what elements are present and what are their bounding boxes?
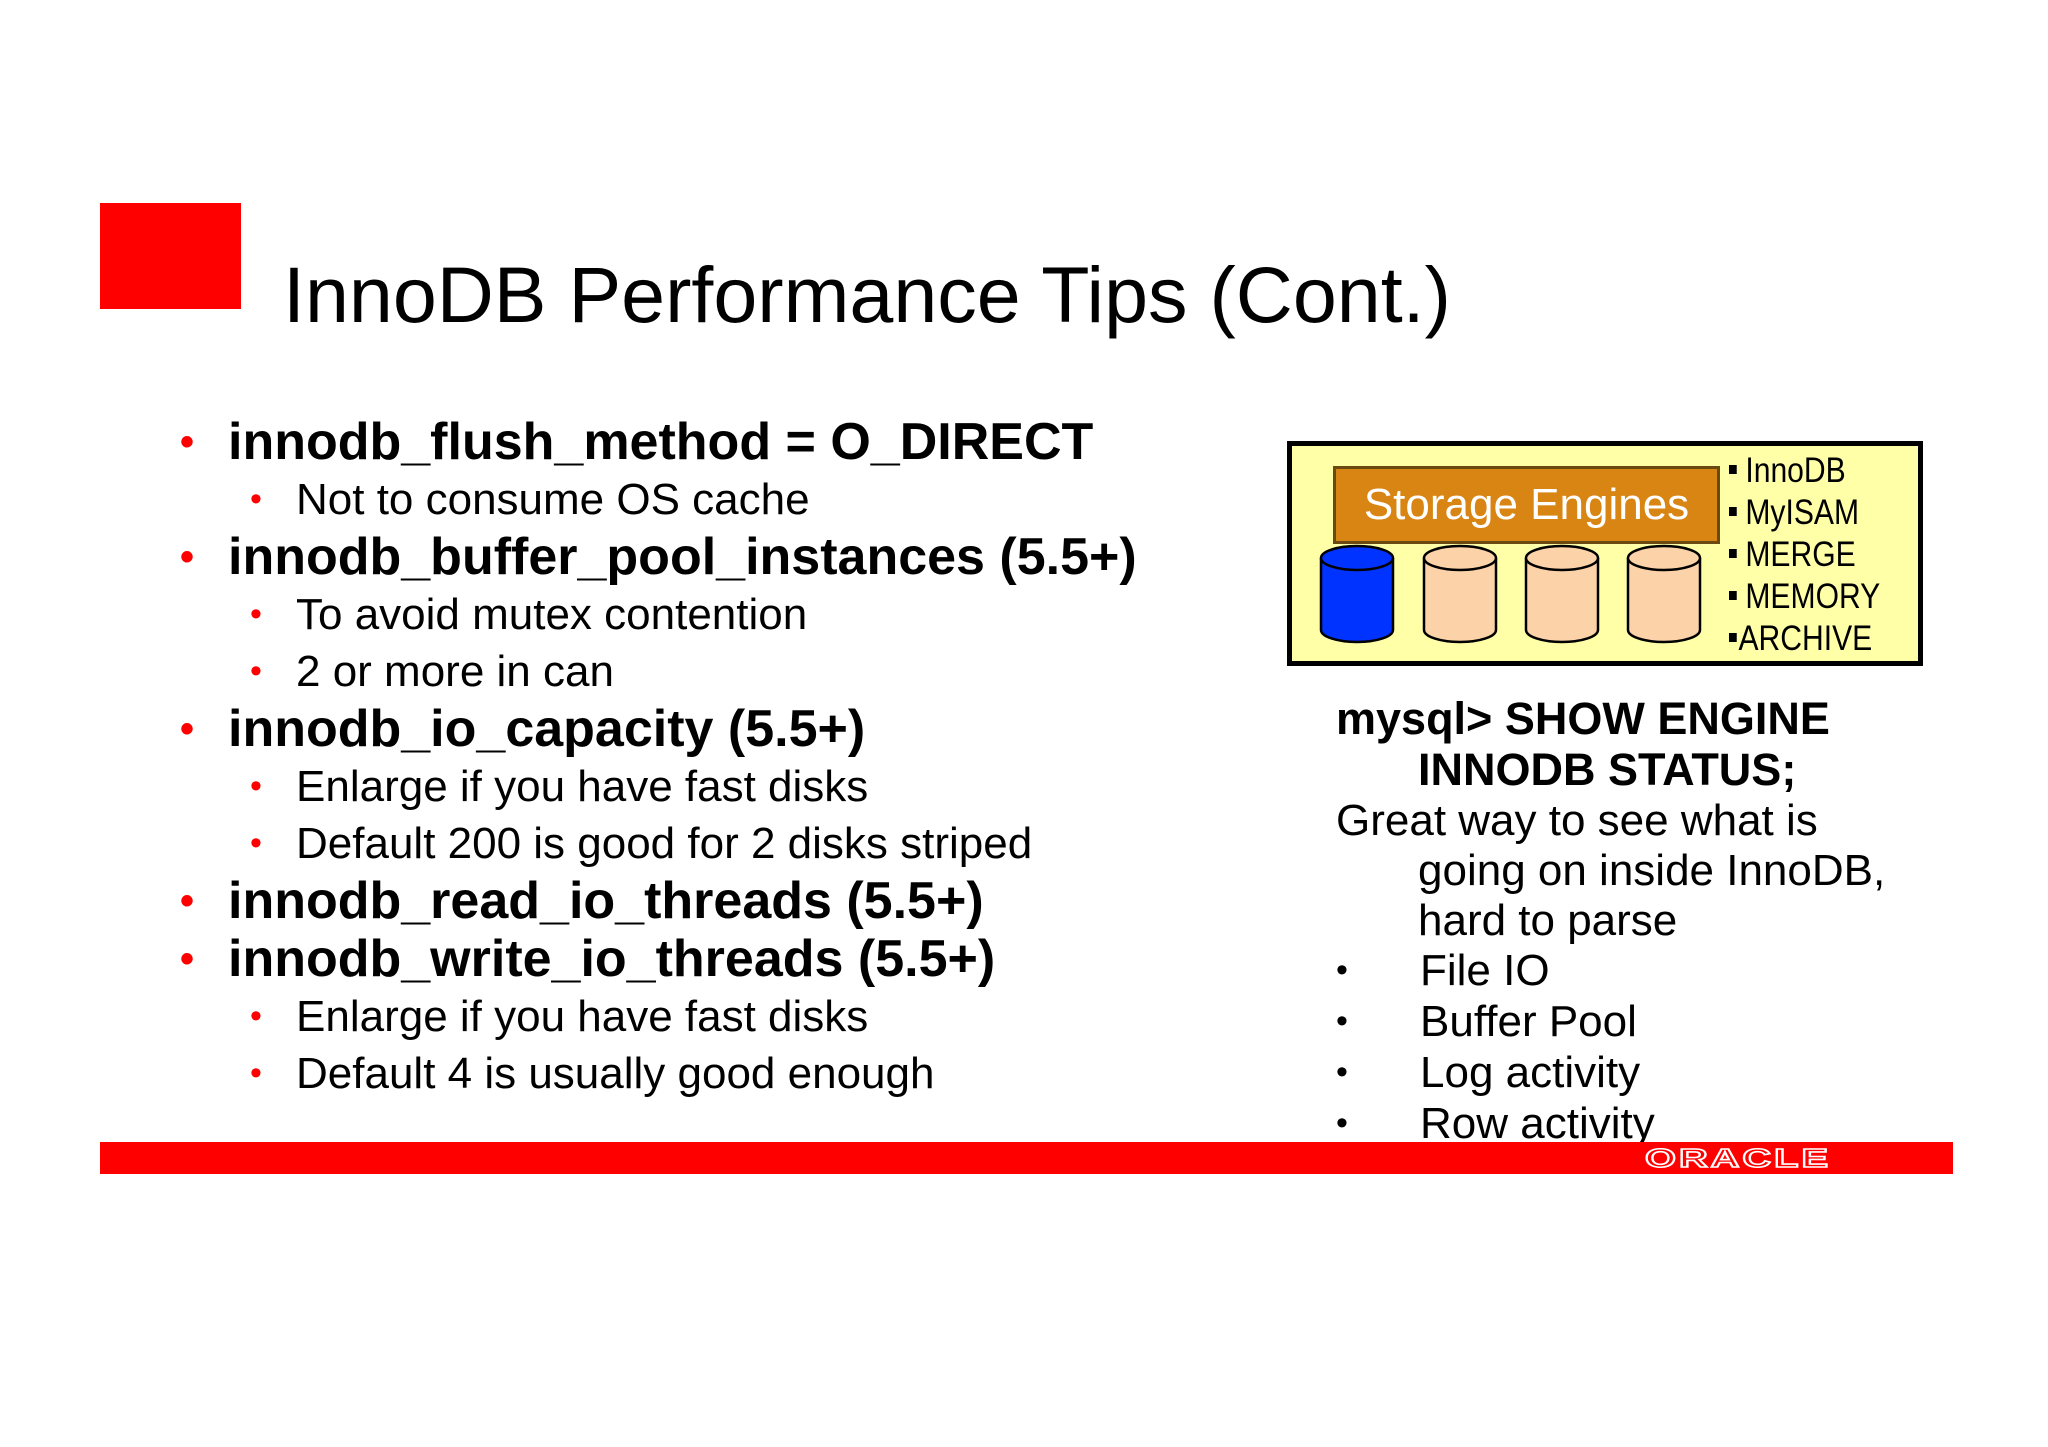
- list-item: •innodb_buffer_pool_instances (5.5+): [180, 528, 1137, 586]
- footer-bar: [100, 1142, 1953, 1174]
- engine-item-archive: ARCHIVE: [1729, 618, 1880, 660]
- list-item: •Log activity: [1336, 1048, 1641, 1097]
- list-item: •innodb_flush_method = O_DIRECT: [180, 413, 1094, 471]
- engine-item-myisam: MyISAM: [1729, 492, 1880, 534]
- tips-list: •innodb_flush_method = O_DIRECT •Not to …: [180, 413, 1260, 1102]
- list-item: •innodb_write_io_threads (5.5+): [180, 930, 996, 988]
- list-item: •Default 200 is good for 2 disks striped: [180, 815, 1260, 872]
- bullet-icon: •: [180, 535, 195, 579]
- database-cylinder-icon: [1422, 544, 1498, 644]
- square-bullet-icon: [1729, 633, 1737, 643]
- show-engine-command: mysql> SHOW ENGINE INNODB STATUS;: [1336, 693, 1830, 795]
- list-item: •Default 4 is usually good enough: [180, 1045, 1260, 1102]
- list-item: •Enlarge if you have fast disks: [180, 988, 1260, 1045]
- list-item: •Row activity: [1336, 1099, 1655, 1148]
- square-bullet-icon: [1729, 507, 1737, 517]
- square-bullet-icon: [1729, 549, 1737, 559]
- engine-list: InnoDB MyISAM MERGE MEMORY ARCHIVE: [1729, 450, 1905, 660]
- list-item: •Buffer Pool: [1336, 997, 1637, 1046]
- list-item: •Enlarge if you have fast disks: [180, 758, 1260, 815]
- list-item: •innodb_read_io_threads (5.5+): [180, 872, 984, 930]
- slide-title: InnoDB Performance Tips (Cont.): [283, 250, 1451, 339]
- storage-engines-label: Storage Engines: [1333, 466, 1720, 544]
- storage-engines-diagram: Storage Engines InnoDB MyISAM MERGE MEMO…: [1287, 441, 1923, 666]
- database-cylinder-icon: [1626, 544, 1702, 644]
- bullet-icon: •: [1336, 1104, 1348, 1142]
- bullet-icon: •: [1336, 951, 1348, 989]
- bullet-icon: •: [250, 595, 262, 633]
- bullet-icon: •: [1336, 1053, 1348, 1091]
- bullet-icon: •: [250, 652, 262, 690]
- database-cylinder-icon: [1524, 544, 1600, 644]
- bullet-icon: •: [250, 997, 262, 1035]
- database-cylinder-icon: [1319, 544, 1395, 644]
- engine-item-merge: MERGE: [1729, 534, 1880, 576]
- list-item: •To avoid mutex contention: [180, 586, 1260, 643]
- bullet-icon: •: [250, 480, 262, 518]
- list-item: •File IO: [1336, 946, 1550, 995]
- engine-item-memory: MEMORY: [1729, 576, 1880, 618]
- oracle-logo: ORACLE: [1645, 1146, 1831, 1170]
- bullet-icon: •: [250, 1054, 262, 1092]
- bullet-icon: •: [1336, 1002, 1348, 1040]
- bullet-icon: •: [250, 767, 262, 805]
- bullet-icon: •: [180, 937, 195, 981]
- accent-square: [100, 203, 241, 309]
- status-description: Great way to see what is going on inside…: [1336, 796, 1886, 945]
- bullet-icon: •: [180, 707, 195, 751]
- list-item: •Not to consume OS cache: [180, 471, 1260, 528]
- list-item: •innodb_io_capacity (5.5+): [180, 700, 866, 758]
- square-bullet-icon: [1729, 465, 1737, 475]
- oracle-logo-text: ORACLE: [1645, 1146, 1831, 1170]
- bullet-icon: •: [180, 420, 195, 464]
- engine-item-innodb: InnoDB: [1729, 450, 1880, 492]
- list-item: •2 or more in can: [180, 643, 1260, 700]
- bullet-icon: •: [250, 824, 262, 862]
- status-sections-list: •File IO •Buffer Pool •Log activity •Row…: [1336, 945, 1655, 1149]
- square-bullet-icon: [1729, 591, 1737, 601]
- bullet-icon: •: [180, 879, 195, 923]
